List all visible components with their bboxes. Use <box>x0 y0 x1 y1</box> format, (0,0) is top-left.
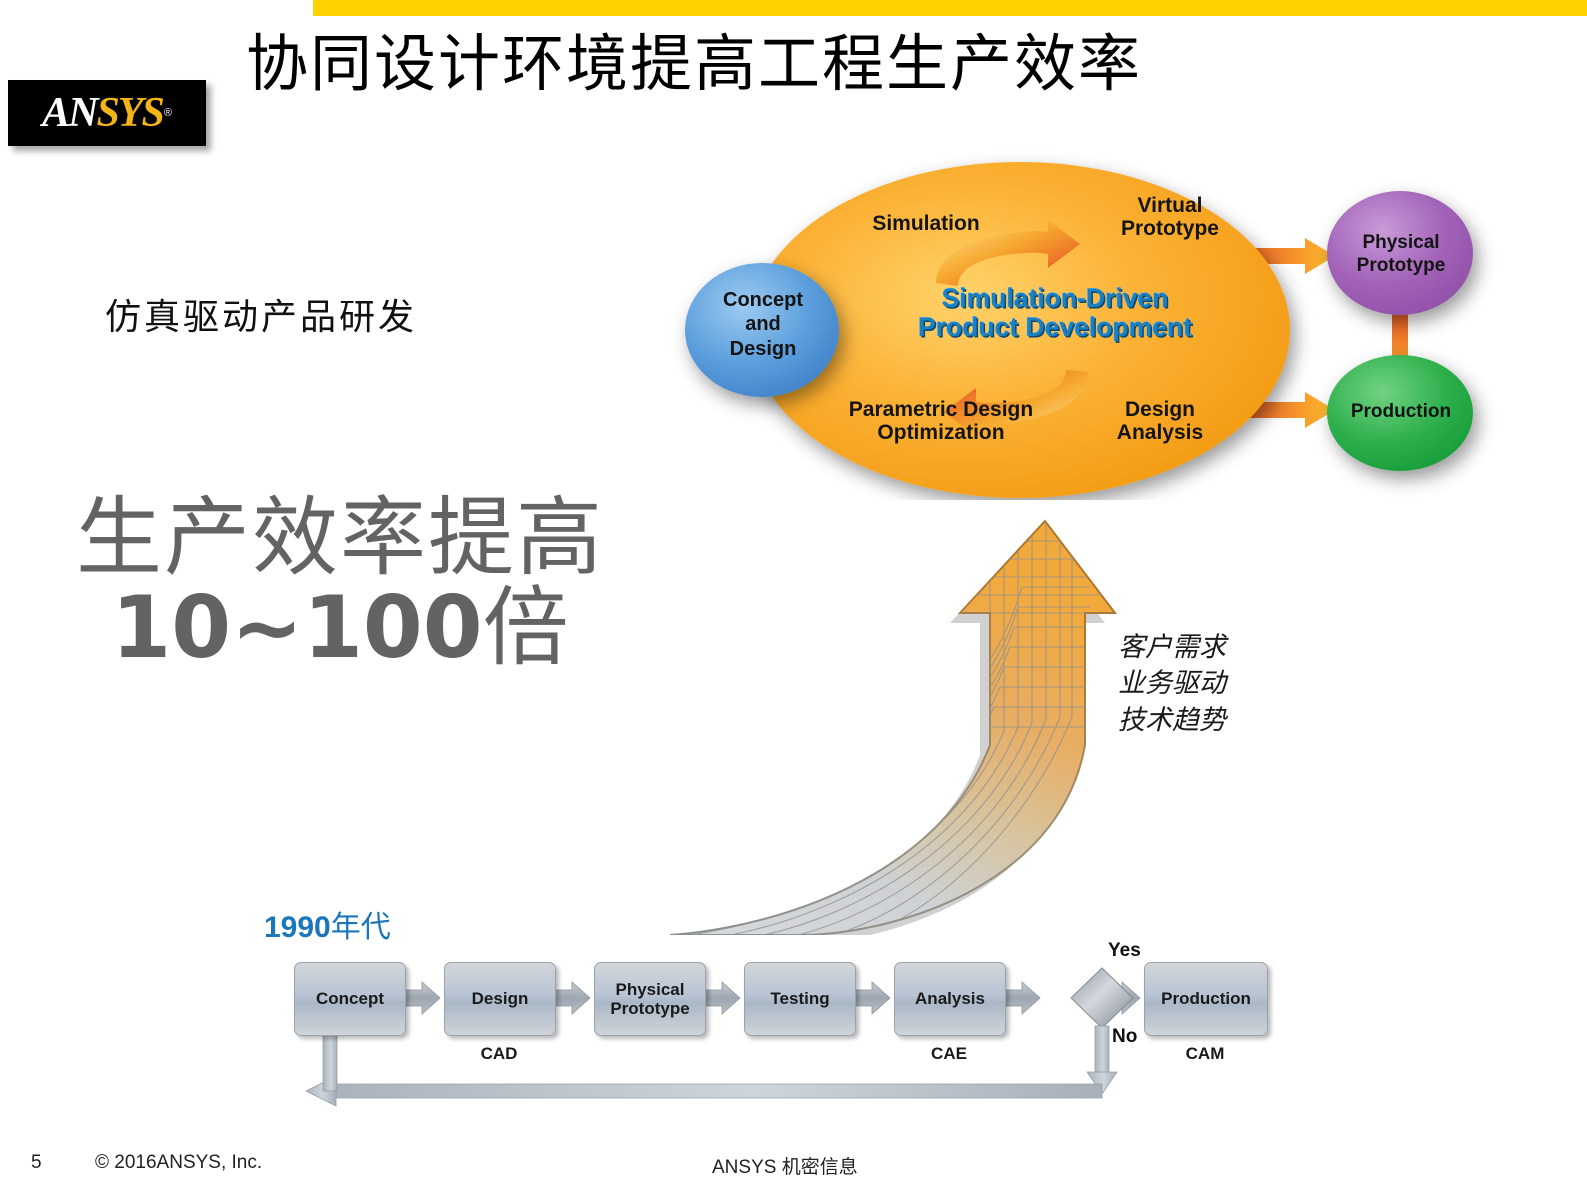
physical-prototype-bubble <box>1327 191 1473 315</box>
concept-bubble-text: Concept and Design <box>698 288 828 361</box>
concept-and-design-bubble <box>685 263 839 397</box>
flow-box-production-label: Production <box>1161 989 1251 1009</box>
footer-confidential: ANSYS 机密信息 <box>712 1157 858 1178</box>
physical-prototype-text: Physical Prototype <box>1330 232 1472 278</box>
growth-ramp-arrow <box>669 519 1118 935</box>
footer-copyright: © 2016ANSYS, Inc. <box>95 1152 263 1173</box>
physical-prototype-line-1: Physical <box>1362 232 1440 253</box>
production-text: Production <box>1350 401 1452 422</box>
concept-line-3: Design <box>729 337 797 360</box>
label-simulation: Simulation <box>872 212 980 235</box>
label-virtual-prototype-line2: Prototype <box>1120 217 1219 241</box>
orange-ellipse <box>750 162 1290 498</box>
label-design-analysis-line2: Analysis <box>1116 421 1204 445</box>
subtitle-text: 仿真驱动产品研发 <box>105 297 418 338</box>
footer-page-number: 5 <box>31 1152 42 1173</box>
flow-box-concept[interactable]: Concept <box>294 962 406 1036</box>
flow-box-physical-prototype[interactable]: Physical Prototype <box>594 962 706 1036</box>
diagram-arrows <box>685 162 1473 498</box>
registered-trademark-icon: ® <box>163 107 172 119</box>
legacy-process-flowchart: Concept Design Physical Prototype Testin… <box>290 940 1290 1118</box>
note-line-1: 客户需求 <box>1118 632 1226 663</box>
label-design-analysis: Design Analysis <box>1080 398 1240 444</box>
flow-box-physical-prototype-line1: Physical <box>615 979 685 999</box>
headline-unit: 倍 <box>482 577 569 678</box>
logo-text-an: AN <box>42 90 98 136</box>
flow-box-analysis-label: Analysis <box>915 989 985 1009</box>
feedback-loop-arrow <box>305 987 1118 1107</box>
label-virtual-prototype-line1: Virtual <box>1137 194 1203 217</box>
flow-box-design-label: Design <box>471 989 529 1009</box>
decision-no-label: No <box>1112 1026 1138 1047</box>
center-title-line1: Simulation-Driven <box>941 283 1169 313</box>
era-label: 1990年代 <box>264 902 391 946</box>
flow-label-cam: CAM <box>1185 1044 1225 1063</box>
physical-prototype-line-2: Prototype <box>1356 254 1446 276</box>
headline-block: 生产效率提高 10~100倍 <box>40 488 640 673</box>
cycle-arrows-icon <box>936 220 1088 436</box>
diagram-center-title: Simulation-Driven Product Development <box>890 284 1220 341</box>
era-suffix: 年代 <box>330 910 391 945</box>
concept-line-2: and <box>745 313 781 336</box>
flow-label-cad: CAD <box>480 1044 518 1063</box>
decision-diamond <box>1070 967 1134 1029</box>
headline-line-2: 10~100倍 <box>40 583 640 673</box>
arrow-to-physical-prototype <box>1235 238 1335 274</box>
flow-box-physical-prototype-line2: Prototype <box>610 999 690 1018</box>
simulation-driven-diagram: Simulation Virtual Prototype Parametric … <box>640 140 1587 500</box>
note-line-3: 技术趋势 <box>1118 704 1226 736</box>
label-parametric-line2: Optimization <box>877 421 1005 445</box>
era-number: 1990 <box>264 911 331 944</box>
label-parametric-line1: Parametric Design <box>848 398 1034 421</box>
flow-box-testing-label: Testing <box>770 989 830 1009</box>
label-virtual-prototype: Virtual Prototype <box>1080 194 1260 240</box>
flow-connectors <box>305 967 1141 1107</box>
flow-box-concept-label: Concept <box>316 989 384 1009</box>
flow-box-production[interactable]: Production <box>1144 962 1268 1036</box>
flow-label-cae: CAE <box>931 1044 967 1063</box>
note-line-2: 业务驱动 <box>1118 668 1226 700</box>
arrow-to-production <box>1236 392 1335 428</box>
headline-multiplier: 10~100 <box>111 577 483 678</box>
flow-box-analysis[interactable]: Analysis <box>894 962 1006 1036</box>
headline-line-1: 生产效率提高 <box>76 488 604 588</box>
center-title-line2: Product Development <box>918 311 1192 342</box>
logo-text-sys: SYS <box>96 90 164 136</box>
page-title: 协同设计环境提高工程生产效率 <box>246 27 1143 100</box>
driver-notes: 客户需求 业务驱动 技术趋势 <box>1118 630 1226 739</box>
flow-box-testing[interactable]: Testing <box>744 962 856 1036</box>
label-parametric-design-optimization: Parametric Design Optimization <box>830 398 1052 444</box>
decision-yes-label: Yes <box>1108 940 1141 961</box>
concept-line-1: Concept <box>723 289 803 311</box>
top-accent-bar <box>313 0 1587 16</box>
label-design-analysis-line1: Design <box>1124 398 1195 421</box>
flow-box-design[interactable]: Design <box>444 962 556 1036</box>
production-bubble <box>1327 355 1473 471</box>
